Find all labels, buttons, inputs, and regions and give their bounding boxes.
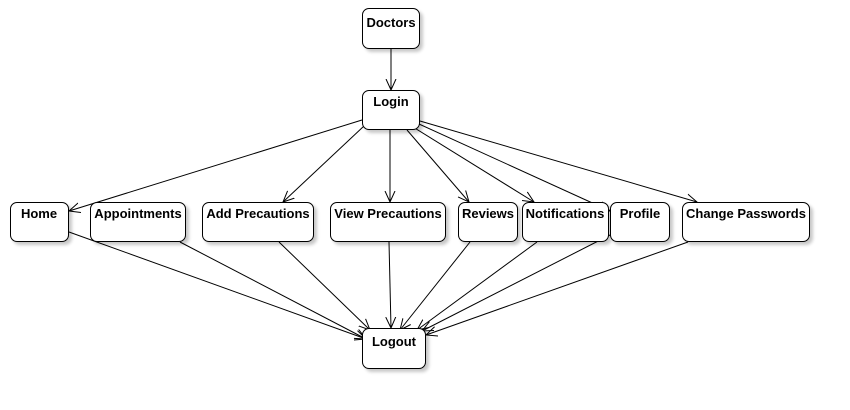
edge-profile-to-logout [422,234,611,331]
edge-notifications-to-logout [417,241,538,330]
edge-change-passwords-to-logout [426,241,689,335]
edge-view-precautions-to-logout [389,241,391,328]
node-view-precautions-label: View Precautions [334,206,442,221]
edge-login-to-change-passwords [419,120,697,202]
node-logout [362,328,426,369]
node-logout-label: Logout [371,334,417,349]
edge-login-to-add-precautions [283,125,365,202]
edge-home-to-logout [68,231,366,339]
node-doctors-label: Doctors [366,15,416,30]
node-home [10,202,69,242]
edge-login-to-notifications [412,126,534,202]
edge-reviews-to-logout [400,241,471,330]
node-view-precautions [330,202,446,242]
node-login [362,90,420,130]
node-profile-label: Profile [619,206,661,221]
edge-login-to-reviews [406,129,469,202]
edge-login-to-profile [418,123,610,211]
node-reviews [458,202,518,242]
node-add-precautions-label: Add Precautions [206,206,310,221]
node-doctors [362,8,420,49]
node-change-passwords-label: Change Passwords [686,206,806,221]
node-add-precautions [202,202,314,242]
node-login-label: Login [373,94,409,109]
node-reviews-label: Reviews [461,206,515,221]
node-appointments-label: Appointments [94,206,182,221]
node-notifications-label: Notifications [525,206,605,221]
node-appointments [90,202,186,242]
edge-login-to-home [69,119,363,211]
node-notifications [522,202,609,242]
edge-add-precautions-to-logout [278,241,370,330]
node-home-label: Home [20,206,58,221]
node-profile [610,202,670,242]
node-change-passwords [682,202,810,242]
edge-appointments-to-logout [179,241,366,339]
